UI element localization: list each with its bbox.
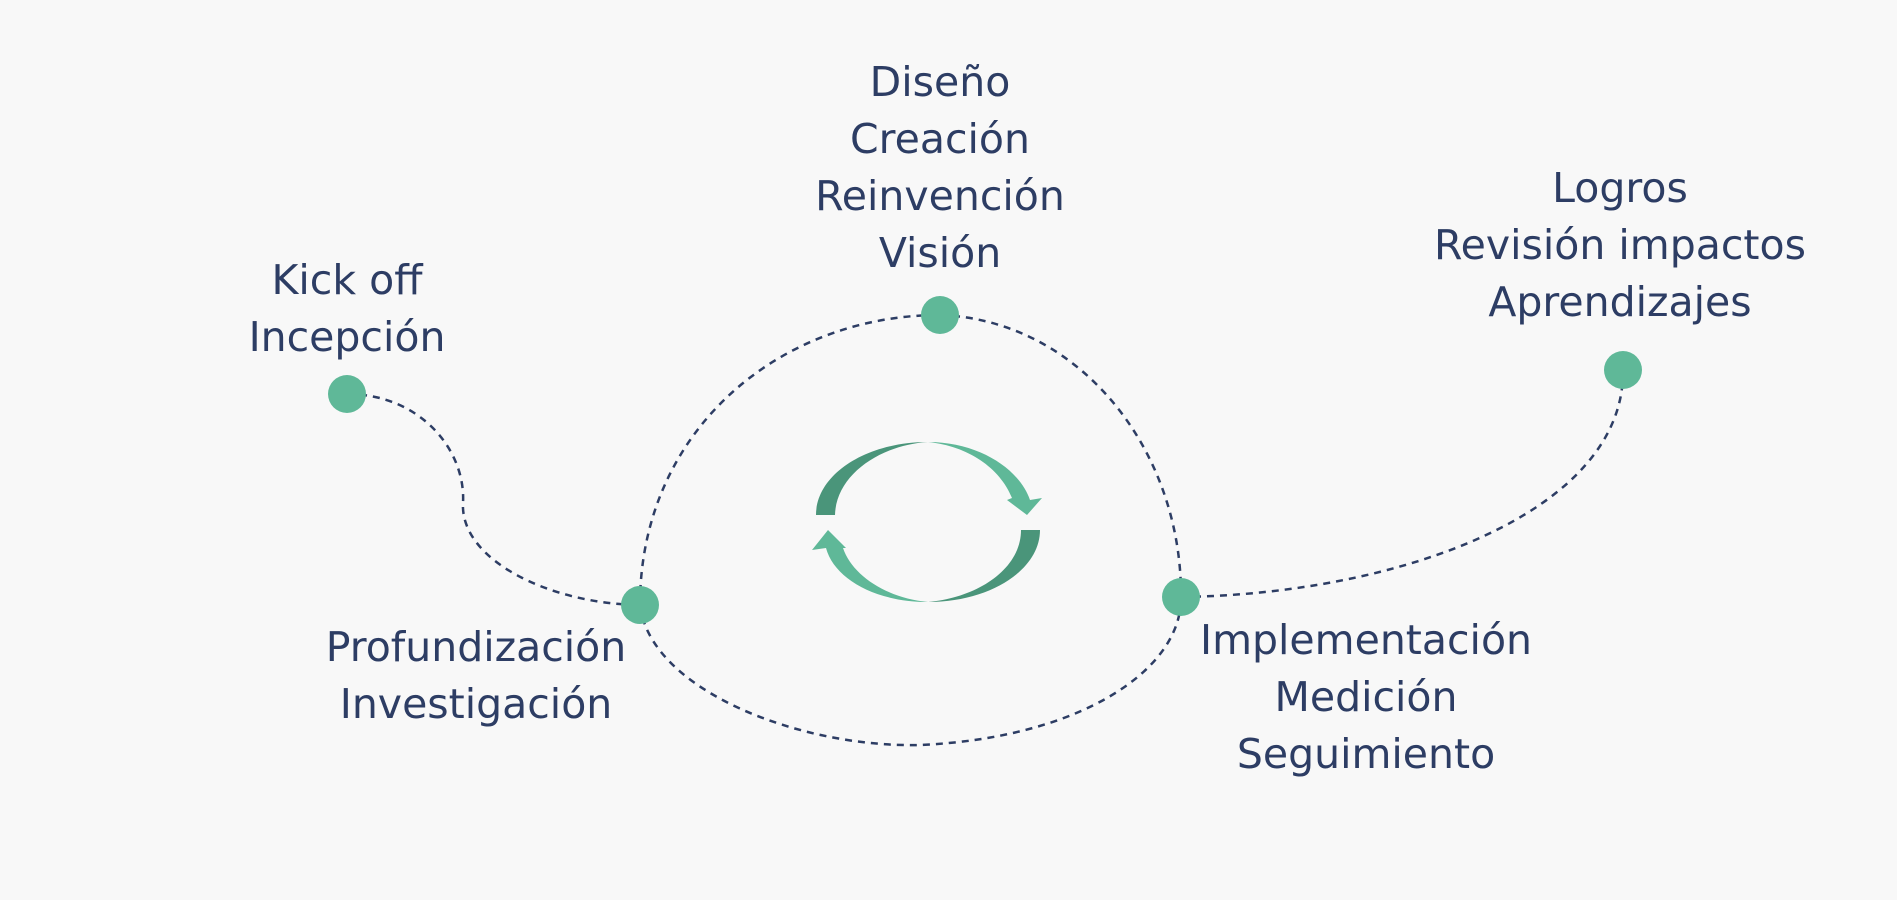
stage-label-line: Creación <box>850 115 1030 163</box>
path-loop-bottom <box>638 596 1183 747</box>
cycle-arrow-top-dark <box>816 442 928 515</box>
stage-label-line: Medición <box>1274 673 1458 721</box>
stage-label-line: Investigación <box>339 680 613 728</box>
stage-label-line: Revisión impactos <box>1434 221 1806 269</box>
path-profundizacion-to-diseno <box>638 313 941 606</box>
stage-label-logros: Logros Revisión impactos Aprendizajes <box>1434 160 1806 331</box>
node-kickoff <box>328 375 366 413</box>
stage-label-line: Reinvención <box>815 172 1065 220</box>
stage-label-profundizacion: Profundización Investigación <box>326 619 627 733</box>
cycle-arrow-bottom-light <box>812 530 928 602</box>
stage-label-line: Seguimiento <box>1236 730 1496 778</box>
process-path <box>346 313 1625 747</box>
cycle-arrows-icon <box>812 442 1042 602</box>
path-diseno-to-implementacion <box>939 313 1183 598</box>
path-implementacion-to-logros <box>1180 369 1625 599</box>
stage-nodes <box>328 296 1642 624</box>
node-profundizacion <box>621 586 659 624</box>
path-kickoff-to-profundizacion <box>346 392 641 607</box>
stage-label-kickoff: Kick off Incepción <box>249 252 446 366</box>
stage-label-implementacion: Implementación Medición Seguimiento <box>1200 612 1532 783</box>
stage-label-line: Profundización <box>325 623 627 671</box>
stage-label-diseno: Diseño Creación Reinvención Visión <box>815 54 1065 282</box>
stage-label-line: Kick off <box>271 256 423 304</box>
stage-label-line: Implementación <box>1199 616 1533 664</box>
stage-label-line: Logros <box>1552 164 1688 212</box>
stage-label-line: Aprendizajes <box>1488 278 1752 326</box>
stage-label-line: Incepción <box>248 313 446 361</box>
stage-label-line: Diseño <box>869 58 1011 106</box>
node-diseno <box>921 296 959 334</box>
node-implementacion <box>1162 578 1200 616</box>
cycle-arrow-bottom-dark <box>928 530 1040 602</box>
stage-label-line: Visión <box>878 229 1002 277</box>
cycle-arrow-top-light <box>928 442 1042 515</box>
node-logros <box>1604 351 1642 389</box>
